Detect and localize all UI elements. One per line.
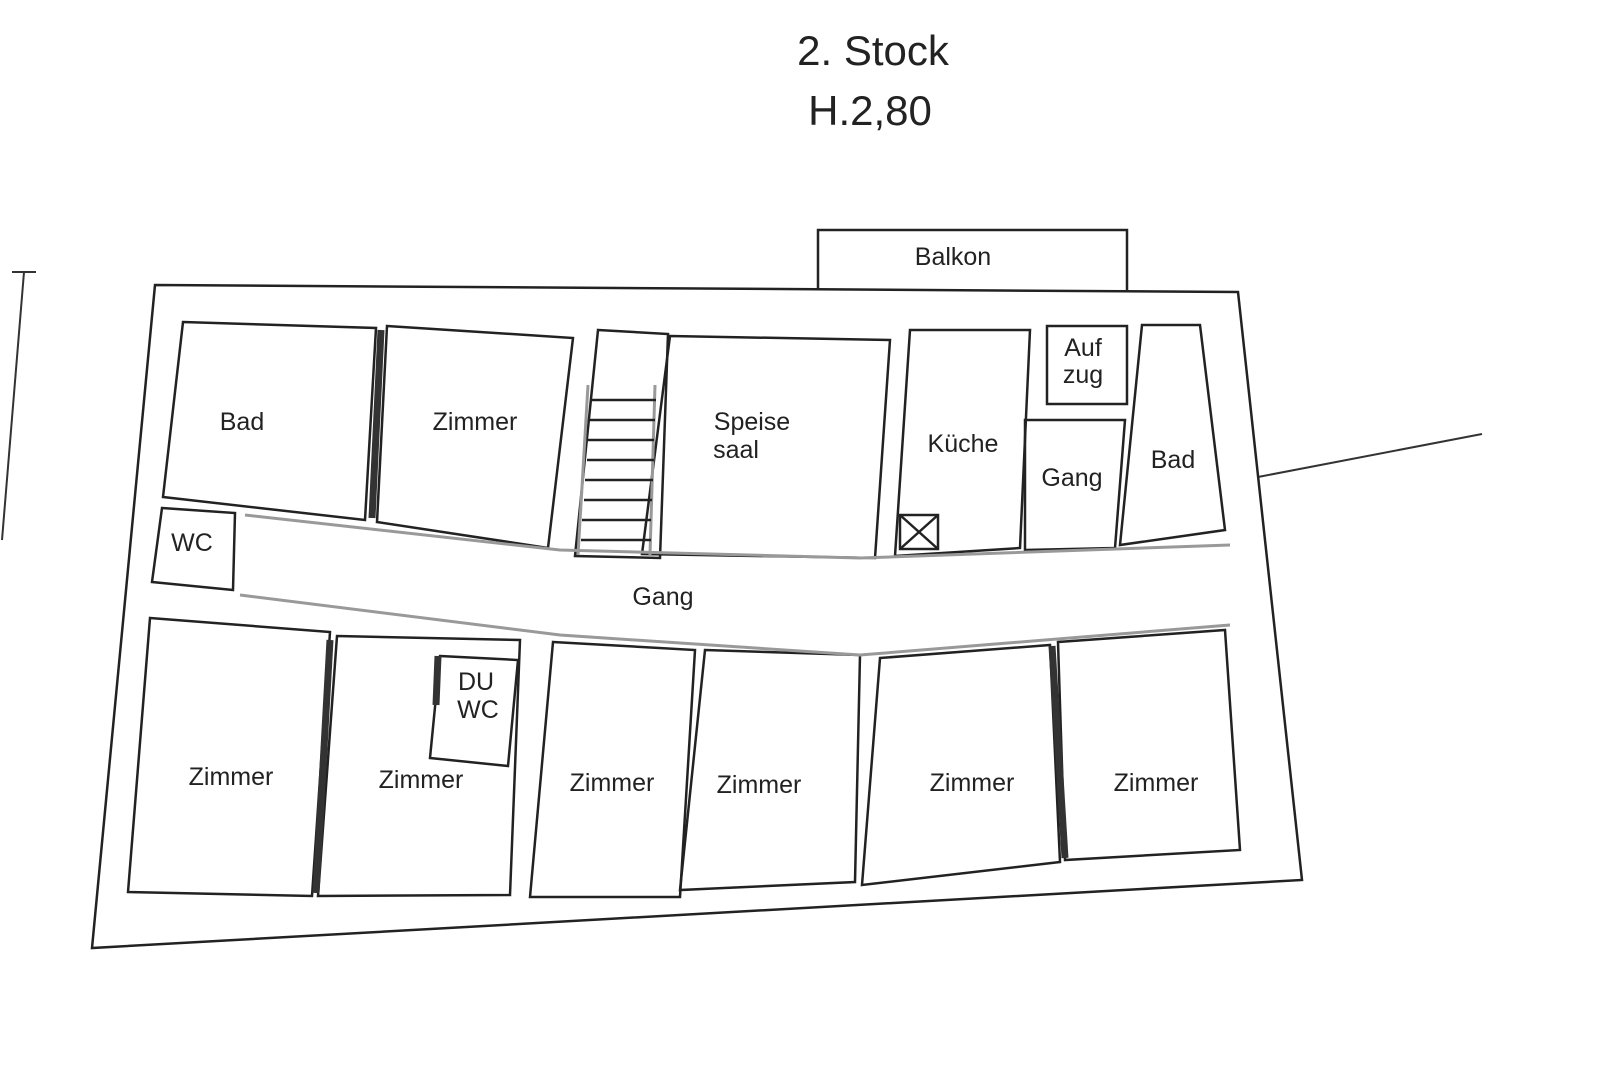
bearing-walls [312,329,1069,894]
staircase [576,384,657,556]
room-label-auf: Auf [1064,334,1102,362]
room-zimmer-5 [860,643,1062,887]
room-zimmer-top [375,324,575,550]
room-label-zimmer-1: Zimmer [189,763,274,791]
room-label-saal: saal [713,436,759,464]
floor-title: 2. Stock [797,27,950,74]
room-label-wc: WC [171,529,213,557]
room-label-du: DU [458,668,494,696]
room-label-speise: Speise [714,408,790,436]
room-label-zimmer-2: Zimmer [379,766,464,794]
room-label-zimmer-4: Zimmer [717,771,802,799]
room-bad-right [1118,323,1227,547]
corridor-edge-lower [239,593,1231,657]
room-zimmer-2 [316,634,522,898]
room-label-gang-right: Gang [1041,464,1102,492]
room-zimmer-4 [678,648,862,892]
leader-line [1257,433,1483,478]
room-label-zug: zug [1063,361,1103,389]
room-zimmer-3 [528,640,697,899]
room-label-zimmer-6: Zimmer [1114,769,1199,797]
room-bad-left [161,320,378,522]
room-label-balkon: Balkon [915,243,991,271]
room-label-duwc: WC [457,696,499,724]
room-label-zimmer-5: Zimmer [930,769,1015,797]
room-label-gang: Gang [632,583,693,611]
room-label-bad-right: Bad [1151,446,1195,474]
room-kueche [893,328,1032,558]
room-zimmer-6 [1056,628,1242,862]
room-outlines [126,320,1242,899]
elevator [1045,324,1129,406]
outer-wall [90,283,1304,950]
room-label-zimmer-3: Zimmer [570,769,655,797]
room-speisesaal [640,334,892,560]
room-duwc [428,654,520,768]
dimension-line [1,271,25,541]
room-label-bad: Bad [220,408,264,436]
balcony-outline [816,228,1129,290]
room-wc [150,506,237,592]
room-label-kueche: Küche [928,430,999,458]
room-label-zimmer: Zimmer [433,408,518,436]
room-zimmer-1 [126,616,332,898]
chimney-icon [898,513,940,551]
corridor-edge [244,513,1231,560]
ceiling-height: H.2,80 [808,87,932,134]
